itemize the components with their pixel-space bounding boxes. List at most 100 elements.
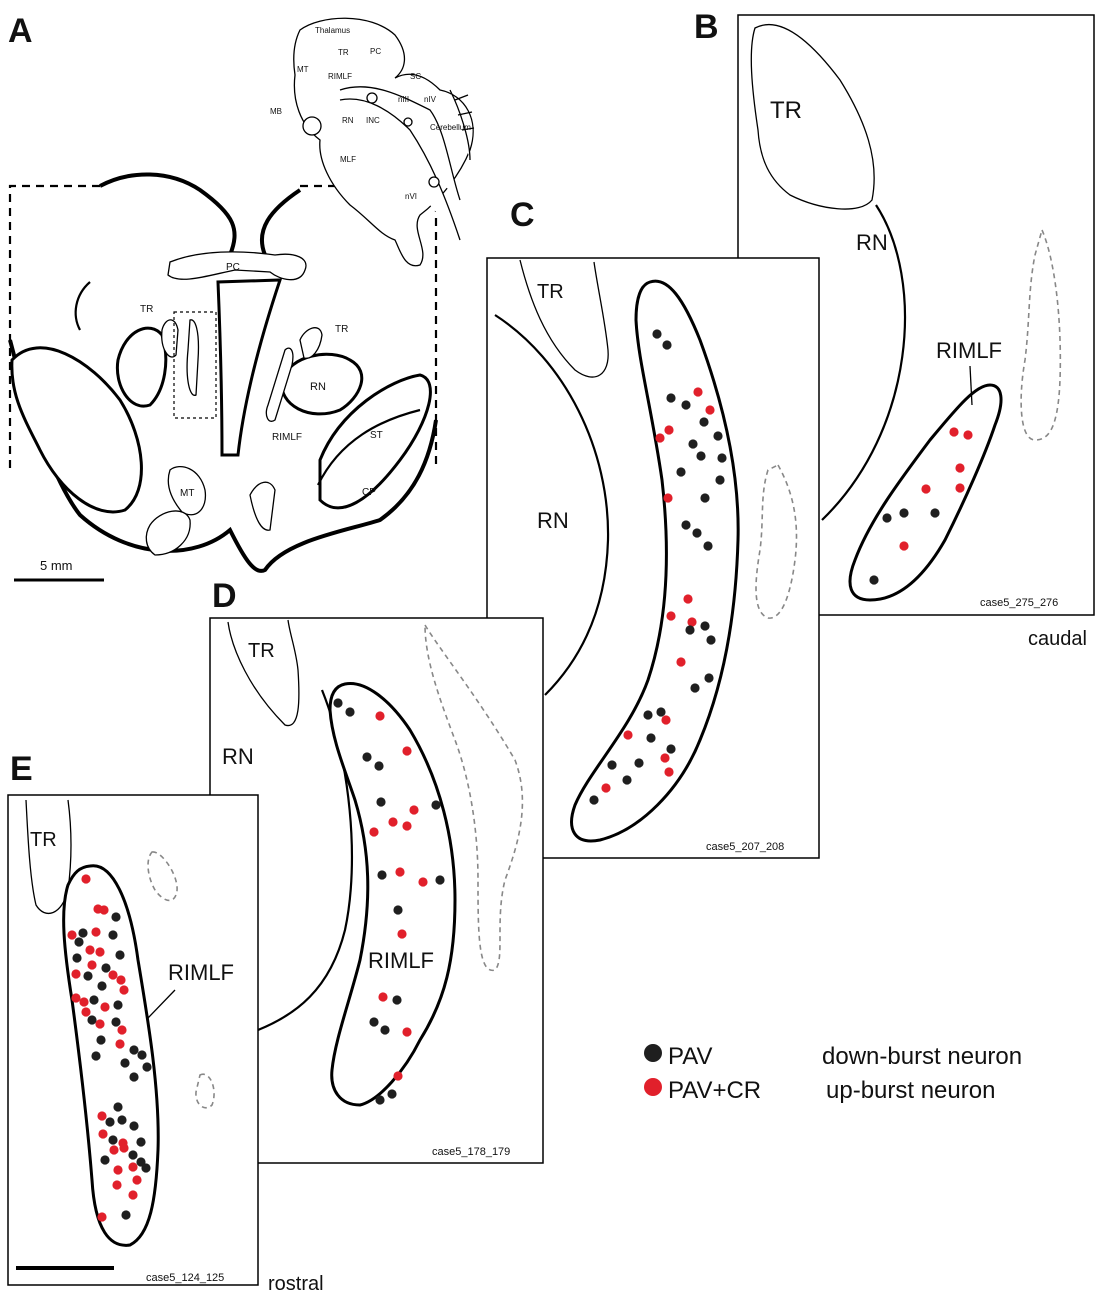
inset-mlf: MLF bbox=[340, 155, 356, 164]
up-burst-neuron-dot bbox=[664, 767, 674, 777]
legend-pav-label: PAV bbox=[668, 1043, 712, 1070]
up-burst-neuron-dot bbox=[664, 425, 674, 435]
panel-d-dashed-outline bbox=[424, 622, 524, 971]
down-burst-neuron-dot bbox=[129, 1045, 139, 1055]
down-burst-neuron-dot bbox=[435, 875, 445, 885]
up-burst-neuron-dot bbox=[91, 927, 101, 937]
down-burst-neuron-dot bbox=[375, 1095, 385, 1105]
down-burst-neuron-dot bbox=[662, 340, 672, 350]
down-burst-neuron-dot bbox=[83, 971, 93, 981]
legend-pavcr-label: PAV+CR bbox=[668, 1077, 761, 1104]
up-burst-neuron-dot bbox=[85, 945, 95, 955]
down-burst-neuron-dot bbox=[700, 493, 710, 503]
down-burst-neuron-dot bbox=[377, 870, 387, 880]
legend-pav-desc: down-burst neuron bbox=[822, 1043, 1022, 1070]
up-burst-neuron-dot bbox=[99, 905, 109, 915]
posterior-commissure bbox=[167, 251, 307, 281]
rimlf-left-shape bbox=[186, 319, 200, 396]
mammillary-left bbox=[145, 510, 191, 556]
panel-e-tr-shape bbox=[25, 799, 72, 915]
up-burst-neuron-dot bbox=[87, 960, 97, 970]
inset-rn: RN bbox=[342, 116, 354, 125]
inset-thalamus: Thalamus bbox=[315, 26, 350, 35]
panel-d-rimlf-outline bbox=[328, 682, 457, 1107]
up-burst-neuron-dot bbox=[955, 463, 965, 473]
up-burst-neuron-dot bbox=[402, 746, 412, 756]
down-burst-neuron-dot bbox=[141, 1163, 151, 1173]
panel-c-tr-shape bbox=[519, 259, 609, 378]
down-burst-neuron-dot bbox=[676, 467, 686, 477]
up-burst-neuron-dot bbox=[79, 997, 89, 1007]
down-burst-neuron-dot bbox=[589, 795, 599, 805]
up-burst-neuron-dot bbox=[693, 387, 703, 397]
panel-e-letter: E bbox=[10, 750, 33, 788]
down-burst-neuron-dot bbox=[129, 1121, 139, 1131]
down-burst-neuron-dot bbox=[74, 937, 84, 947]
inset-pc: PC bbox=[370, 47, 381, 56]
down-burst-neuron-dot bbox=[666, 744, 676, 754]
down-burst-neuron-dot bbox=[656, 707, 666, 717]
panel-b-case-label: case5_275_276 bbox=[980, 597, 1058, 609]
panel-c-rimlf-outline bbox=[570, 279, 740, 843]
panel-c-rn-label: RN bbox=[537, 508, 569, 533]
up-burst-neuron-dot bbox=[97, 1111, 107, 1121]
down-burst-neuron-dot bbox=[113, 1000, 123, 1010]
down-burst-neuron-dot bbox=[136, 1137, 146, 1147]
down-burst-neuron-dot bbox=[376, 797, 386, 807]
panel-d: D TR RN RIMLF case5_178_179 bbox=[209, 577, 544, 1164]
down-burst-neuron-dot bbox=[100, 1155, 110, 1165]
midline-structure bbox=[216, 278, 283, 457]
inset-tr: TR bbox=[338, 48, 349, 57]
up-burst-neuron-dot bbox=[395, 867, 405, 877]
inset-cerebellum: Cerebellum bbox=[430, 123, 471, 132]
down-burst-neuron-dot bbox=[105, 1117, 115, 1127]
panel-b-tr-shape bbox=[750, 23, 875, 210]
down-burst-neuron-dot bbox=[899, 508, 909, 518]
inset-niii: nIII bbox=[398, 95, 409, 104]
up-burst-neuron-dot bbox=[687, 617, 697, 627]
down-burst-neuron-dot bbox=[652, 329, 662, 339]
panel-e-neuron-dots bbox=[67, 874, 152, 1222]
down-burst-neuron-dot bbox=[87, 1015, 97, 1025]
rimlf-right-shape bbox=[265, 347, 294, 422]
down-burst-neuron-dot bbox=[681, 520, 691, 530]
down-burst-neuron-dot bbox=[374, 761, 384, 771]
down-burst-neuron-dot bbox=[706, 635, 716, 645]
mt-label: MT bbox=[180, 488, 194, 499]
st-boundary bbox=[317, 408, 421, 486]
down-burst-neuron-dot bbox=[108, 1135, 118, 1145]
up-burst-neuron-dot bbox=[955, 483, 965, 493]
legend-pavcr-desc: up-burst neuron bbox=[826, 1077, 995, 1104]
down-burst-neuron-dot bbox=[387, 1089, 397, 1099]
panel-d-tr-label: TR bbox=[248, 640, 275, 662]
panel-e-tr-label: TR bbox=[30, 829, 57, 851]
panel-d-tr-shape bbox=[227, 619, 300, 727]
down-burst-neuron-dot bbox=[369, 1017, 379, 1027]
down-burst-neuron-dot bbox=[607, 760, 617, 770]
panel-b-rimlf-label: RIMLF bbox=[936, 338, 1002, 363]
down-burst-neuron-dot bbox=[681, 400, 691, 410]
inset-inc-circle bbox=[366, 92, 378, 104]
up-burst-neuron-dot bbox=[81, 1007, 91, 1017]
down-burst-neuron-dot bbox=[137, 1050, 147, 1060]
tr-right-shape bbox=[299, 327, 323, 359]
down-burst-neuron-dot bbox=[89, 995, 99, 1005]
down-burst-neuron-dot bbox=[692, 528, 702, 538]
down-burst-neuron-dot bbox=[622, 775, 632, 785]
cp-label: CP bbox=[362, 487, 376, 498]
panel-e-dashed-outline-bottom bbox=[195, 1073, 215, 1109]
legend-pav-swatch bbox=[644, 1044, 662, 1062]
up-burst-neuron-dot bbox=[660, 753, 670, 763]
scale-bar-label: 5 mm bbox=[40, 558, 73, 573]
up-burst-neuron-dot bbox=[683, 594, 693, 604]
inset-cerebellum-folia bbox=[449, 89, 475, 161]
panel-e-dashed-outline-top bbox=[147, 851, 178, 902]
up-burst-neuron-dot bbox=[109, 1145, 119, 1155]
down-burst-neuron-dot bbox=[333, 698, 343, 708]
up-burst-neuron-dot bbox=[663, 493, 673, 503]
inset-sc: SC bbox=[410, 72, 421, 81]
panel-d-neuron-dots bbox=[333, 698, 445, 1105]
inset-rectangle bbox=[173, 311, 217, 419]
down-burst-neuron-dot bbox=[882, 513, 892, 523]
inset-mb: MB bbox=[270, 107, 282, 116]
